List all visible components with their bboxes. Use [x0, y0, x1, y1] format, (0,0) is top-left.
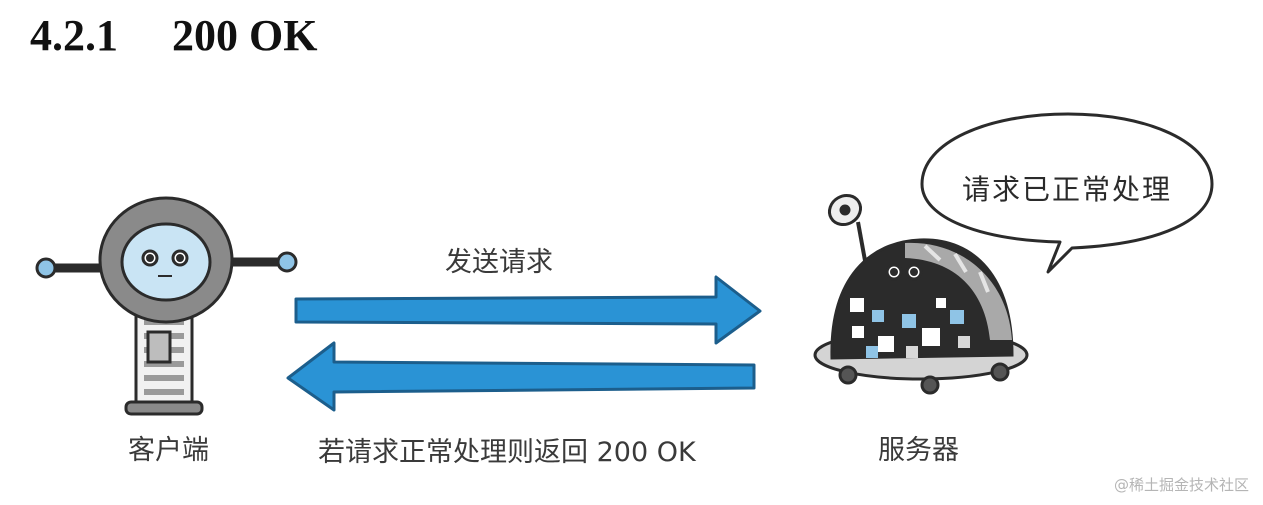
response-arrow: [286, 341, 756, 412]
request-label: 发送请求: [445, 247, 553, 278]
request-arrow: [294, 275, 762, 345]
speech-bubble: [920, 112, 1214, 274]
section-title: 200 OK: [172, 11, 318, 60]
client-robot-icon: [35, 196, 298, 416]
server-robot-icon: [813, 193, 1029, 395]
http-200-diagram: 发送请求 若请求正常处理则返回 200 OK 客户端 服务器 请求已正常处理: [0, 100, 1263, 501]
client-label: 客户端: [128, 435, 209, 466]
watermark: @稀土掘金技术社区: [1113, 476, 1249, 494]
server-label: 服务器: [878, 435, 959, 466]
speech-bubble-text: 请求已正常处理: [962, 173, 1173, 206]
section-number: 4.2.1: [30, 11, 118, 60]
diagram-canvas: [35, 112, 1214, 416]
section-heading: 4.2.1 200 OK: [30, 8, 317, 64]
response-label: 若请求正常处理则返回 200 OK: [318, 437, 696, 468]
